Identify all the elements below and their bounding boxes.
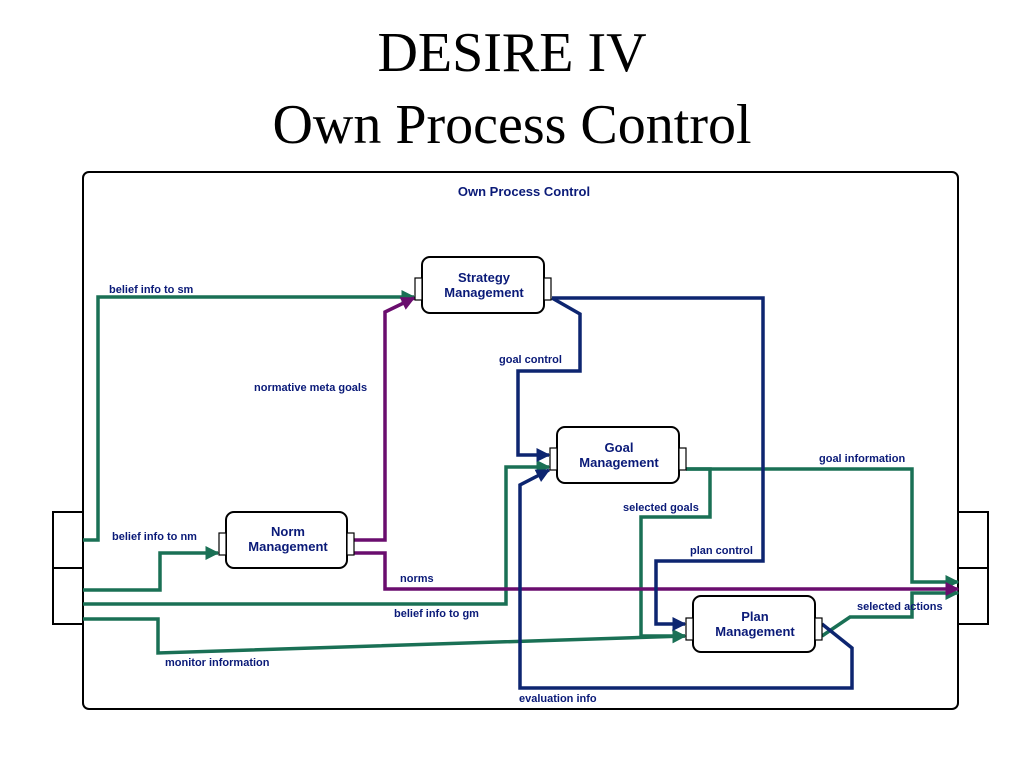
slide-title-line-2: Own Process Control: [272, 93, 752, 156]
label-normative-meta-goals: normative meta goals: [254, 382, 367, 394]
link-goal-information: [686, 467, 960, 589]
plan-management-label-1: Plan: [741, 609, 769, 624]
link-monitor-information: [83, 617, 687, 655]
norm-management-label-1: Norm: [271, 524, 305, 539]
link-goal-control: [516, 296, 582, 462]
right-port-block: [957, 511, 989, 625]
strategy-management-box: Strategy Management: [414, 256, 552, 314]
frame-box: [82, 171, 959, 710]
link-selected-goals: [639, 467, 712, 643]
link-belief-info-to-nm: [83, 546, 220, 592]
norm-management-box: Norm Management: [218, 511, 355, 569]
link-belief-info-to-gm: [83, 460, 551, 606]
left-port-block: [52, 511, 84, 625]
label-selected-actions: selected actions: [857, 601, 943, 613]
label-plan-control: plan control: [690, 545, 753, 557]
link-plan-control: [552, 296, 765, 631]
goal-management-label-2: Management: [579, 455, 659, 470]
link-selected-actions: [821, 586, 960, 638]
label-goal-information: goal information: [819, 453, 905, 465]
label-evaluation-info: evaluation info: [519, 693, 597, 705]
link-evaluation-info: [518, 468, 854, 690]
strategy-management-label-2: Management: [444, 285, 524, 300]
link-norms: [354, 551, 960, 596]
goal-management-label-1: Goal: [605, 440, 634, 455]
label-norms: norms: [400, 573, 434, 585]
strategy-management-label-1: Strategy: [458, 270, 511, 285]
goal-management-box: Goal Management: [549, 426, 687, 484]
label-belief-info-to-gm: belief info to gm: [394, 608, 479, 620]
plan-management-label-2: Management: [715, 624, 795, 639]
link-normative-meta-goals: [354, 296, 416, 542]
label-goal-control: goal control: [499, 354, 562, 366]
label-monitor-information: monitor information: [165, 657, 270, 669]
plan-management-box: Plan Management: [685, 595, 823, 653]
link-belief-info-to-sm: [83, 290, 416, 542]
slide-title-line-1: DESIRE IV: [377, 22, 647, 84]
frame-label: Own Process Control: [458, 184, 590, 199]
label-belief-info-to-sm: belief info to sm: [109, 284, 194, 296]
slide-title: DESIRE IV Own Process Control: [0, 18, 1024, 161]
norm-management-label-2: Management: [248, 539, 328, 554]
label-selected-goals: selected goals: [623, 502, 699, 514]
label-belief-info-to-nm: belief info to nm: [112, 531, 197, 543]
